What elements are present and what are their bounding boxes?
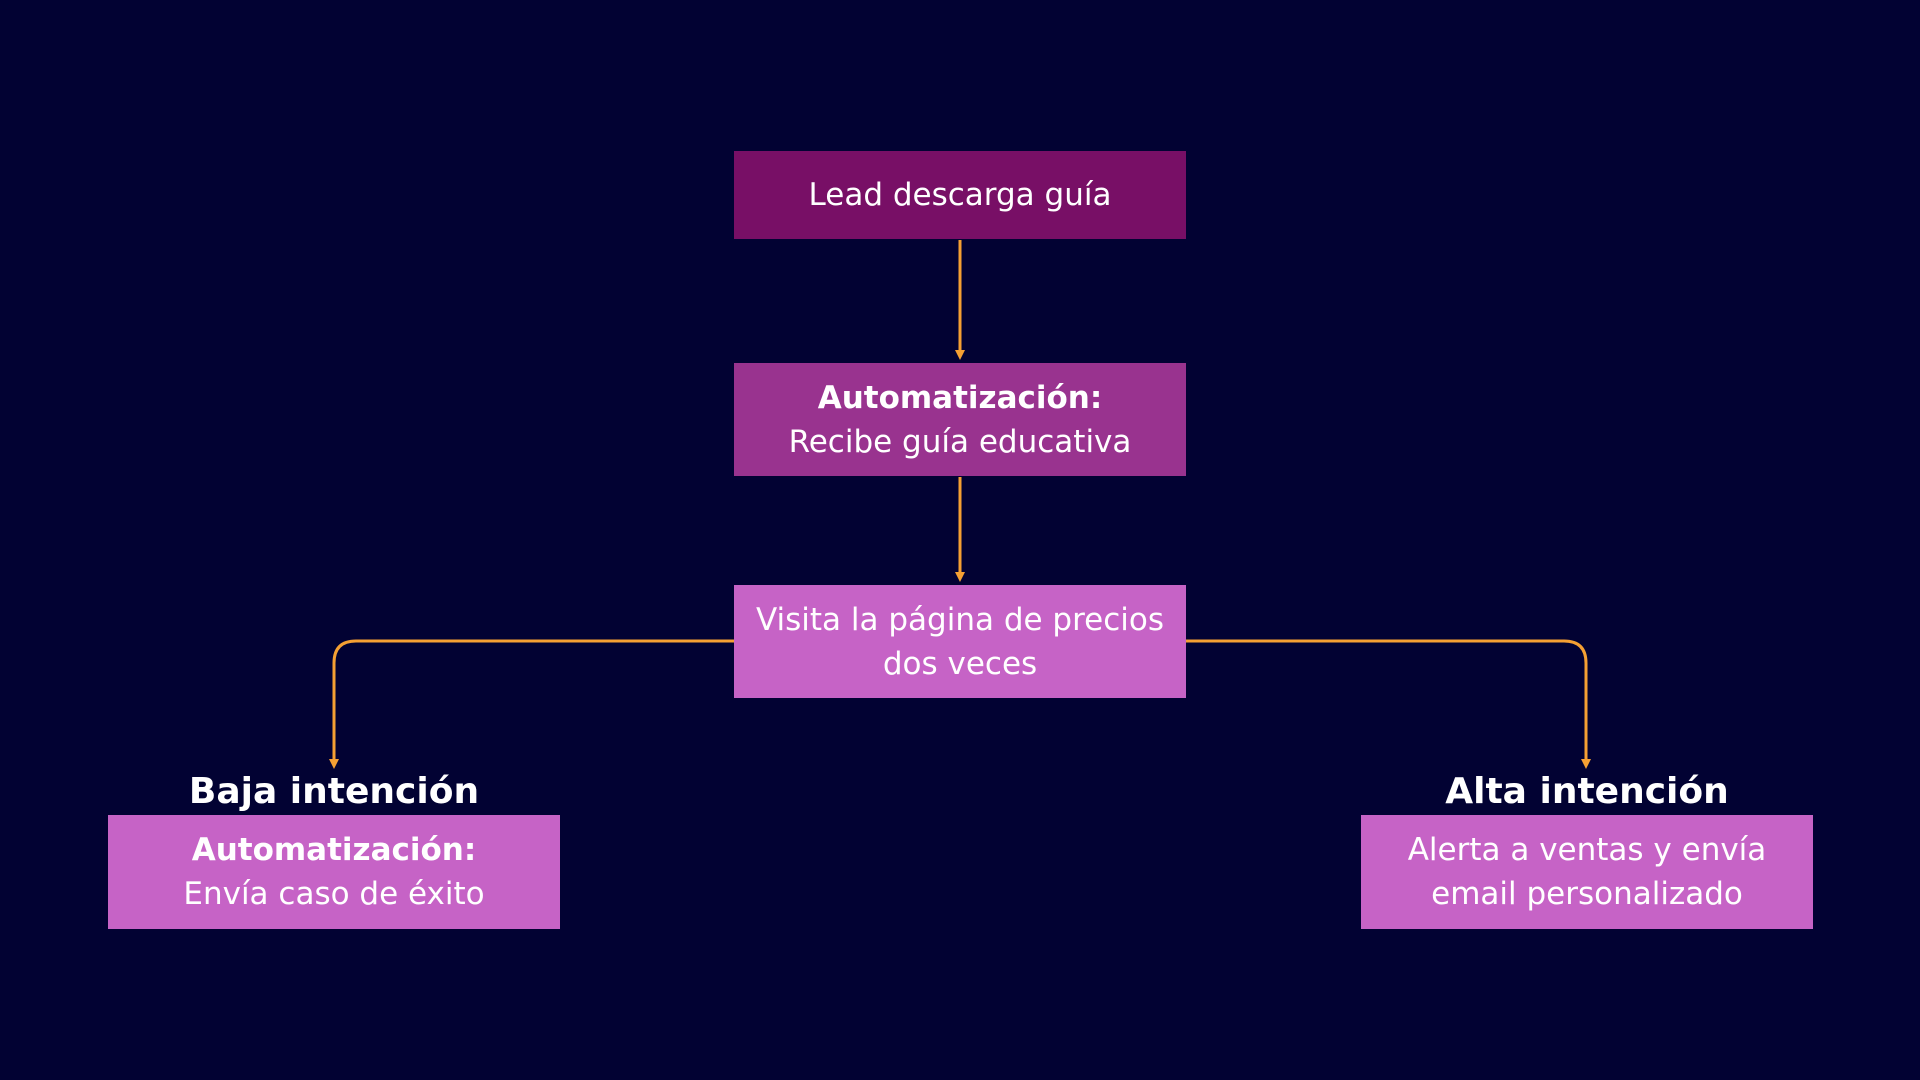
node-start-text: Lead descarga guía <box>808 177 1112 213</box>
node-pricing-visit-line1: Visita la página de precios <box>755 601 1165 638</box>
node-automation-guide: Automatización: Recibe guía educativa <box>734 363 1186 476</box>
node-low-intent: Automatización: Envía caso de éxito <box>108 815 560 929</box>
connector-visit-to-high-intent <box>1186 639 1591 769</box>
connector-visit-to-low-intent <box>329 639 734 769</box>
node-automation-guide-heading: Automatización: <box>817 379 1103 416</box>
node-low-intent-heading: Automatización: <box>191 832 477 868</box>
node-lead-downloads-guide: Lead descarga guía <box>734 151 1186 239</box>
node-high-intent-line1: Alerta a ventas y envía <box>1407 832 1767 868</box>
branch-label-high-intent: Alta intención <box>1445 771 1729 812</box>
node-pricing-visit-line2: dos veces <box>882 645 1038 682</box>
node-high-intent: Alerta a ventas y envía email personaliz… <box>1361 815 1813 929</box>
node-pricing-visit: Visita la página de precios dos veces <box>734 585 1186 698</box>
node-high-intent-line2: email personalizado <box>1431 876 1743 912</box>
branch-label-low-intent: Baja intención <box>188 771 480 812</box>
node-automation-guide-text: Recibe guía educativa <box>788 423 1132 460</box>
node-low-intent-text: Envía caso de éxito <box>183 876 485 912</box>
